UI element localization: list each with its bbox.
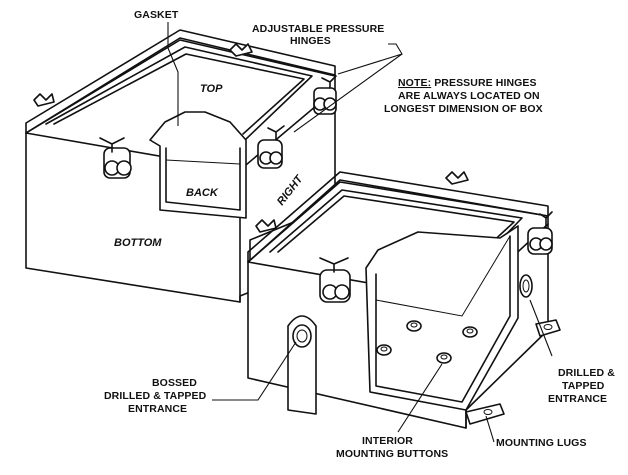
label-note-line1: NOTE: PRESSURE HINGES: [398, 77, 537, 89]
leader-interior: [397, 363, 443, 433]
right-box-hinge-front: [319, 257, 351, 303]
leader-lugs: [485, 415, 495, 443]
label-bossed-line1: BOSSED: [152, 377, 197, 389]
left-box-wingnut-left: [33, 93, 55, 107]
face-label-back: BACK: [186, 187, 219, 199]
interior-mounting-button-4: [436, 352, 452, 364]
left-box-wingnut-top: [229, 43, 253, 57]
right-box-hinge-right: [527, 211, 553, 255]
mounting-lug-front: [465, 403, 505, 425]
label-drilled-line2: TAPPED: [562, 380, 605, 392]
label-interior-line2: MOUNTING BUTTONS: [336, 448, 448, 460]
right-box-cutaway: [365, 225, 519, 411]
label-bossed-line3: ENTRANCE: [128, 403, 187, 415]
right-box-wingnut-top: [445, 171, 469, 185]
leader-lines: [167, 22, 553, 443]
left-box: [25, 29, 337, 303]
interior-mounting-button-1: [406, 320, 422, 332]
label-hinges-line2: HINGES: [290, 35, 331, 47]
left-box-hinge-right: [257, 125, 285, 169]
label-bossed-line2: DRILLED & TAPPED: [104, 390, 207, 402]
left-box-cutaway: [149, 111, 247, 219]
leader-bossed: [212, 341, 297, 401]
leader-gasket: [167, 22, 179, 126]
label-drilled-line1: DRILLED &: [558, 367, 615, 379]
left-box-gasket-inner: [53, 53, 305, 135]
interior-mounting-button-2: [462, 326, 478, 338]
label-interior-line1: INTERIOR: [362, 435, 413, 447]
face-label-top: TOP: [200, 83, 223, 95]
label-mounting-lugs: MOUNTING LUGS: [496, 437, 587, 449]
label-gasket: GASKET: [134, 9, 179, 21]
left-box-gasket: [45, 46, 313, 141]
label-note-line1-rest: PRESSURE HINGES: [431, 77, 536, 89]
interior-mounting-button-3: [376, 344, 392, 356]
right-box: [247, 171, 561, 429]
label-note-prefix: NOTE:: [398, 77, 431, 89]
label-drilled-line3: ENTRANCE: [548, 393, 607, 405]
right-box-wingnut-left: [255, 219, 277, 233]
right-box-cutaway-floor: [375, 235, 511, 317]
bossed-entrance: [287, 315, 317, 415]
label-note-line3: LONGEST DIMENSION OF BOX: [384, 103, 543, 115]
drilled-tapped-entrance: [519, 274, 533, 298]
right-box-cutaway-inner: [375, 235, 511, 403]
leader-drilled: [529, 299, 553, 357]
leader-hinges: [293, 43, 403, 133]
left-box-hinge-front: [99, 137, 132, 179]
label-note-line2: ARE ALWAYS LOCATED ON: [398, 90, 540, 102]
label-hinges-line1: ADJUSTABLE PRESSURE: [252, 23, 384, 35]
face-label-bottom: BOTTOM: [114, 237, 162, 249]
left-box-cutaway-floor: [165, 159, 241, 165]
left-box-cutaway-inner: [165, 147, 241, 211]
